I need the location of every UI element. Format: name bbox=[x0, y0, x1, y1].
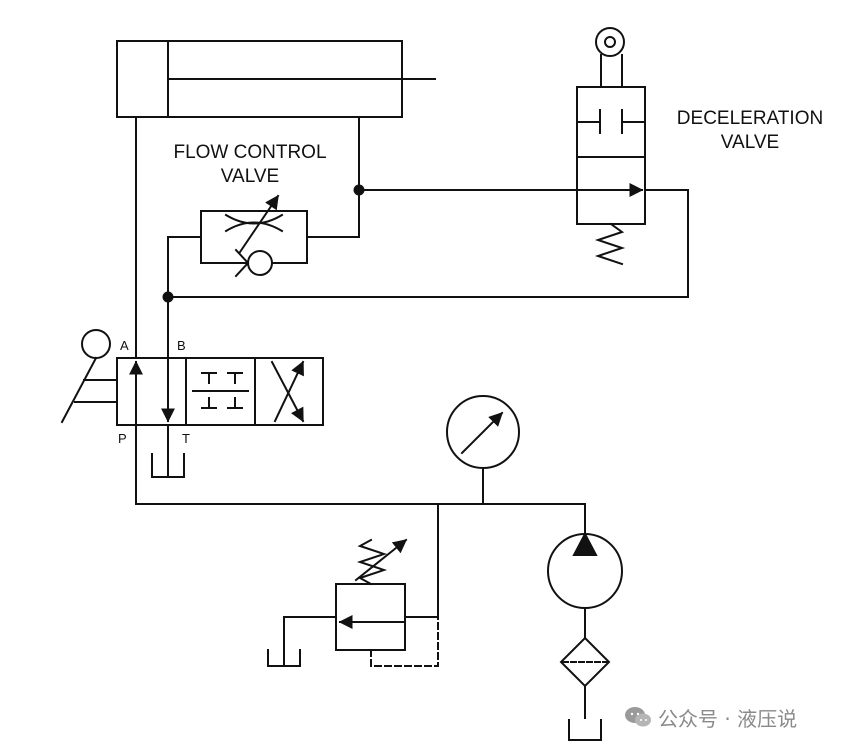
flow-control-valve-label-line2: VALVE bbox=[220, 166, 280, 187]
tank-icon bbox=[267, 649, 301, 667]
check-valve-ball bbox=[247, 250, 273, 276]
spring-icon bbox=[594, 222, 626, 266]
tank-icon bbox=[568, 719, 602, 741]
port-t-label: T bbox=[182, 431, 190, 446]
directional-control-valve bbox=[60, 329, 324, 478]
port-p-label: P bbox=[118, 431, 127, 446]
port-a-label: A bbox=[120, 338, 129, 353]
deceleration-valve bbox=[576, 27, 646, 266]
wechat-icon bbox=[625, 707, 651, 727]
pressure-gauge bbox=[446, 395, 520, 469]
pump-direction-icon bbox=[572, 531, 598, 556]
deceleration-valve-label-line2: VALVE bbox=[720, 132, 780, 153]
relief-valve bbox=[267, 538, 439, 667]
port-b-label: B bbox=[177, 338, 186, 353]
hydraulic-pump bbox=[547, 531, 623, 609]
watermark-text: 公众号 · 液压说 bbox=[658, 706, 798, 731]
restriction-arc-bottom bbox=[224, 221, 284, 233]
deceleration-valve-label: DECELERATION VALVE bbox=[660, 107, 840, 155]
flow-control-valve-label-line1: FLOW CONTROL bbox=[173, 142, 327, 163]
lever-icon bbox=[60, 356, 98, 424]
adjustable-arrow bbox=[238, 194, 280, 254]
junction-dot bbox=[162, 291, 174, 303]
pilot-line bbox=[370, 616, 439, 667]
spring-icon bbox=[356, 538, 388, 586]
deceleration-valve-label-line1: DECELERATION bbox=[676, 108, 824, 129]
lever-knob-icon bbox=[81, 329, 111, 359]
filter bbox=[559, 636, 611, 688]
pipe-lines bbox=[135, 116, 689, 719]
roller-icon bbox=[595, 27, 625, 57]
watermark: 公众号 · 液压说 bbox=[624, 704, 834, 731]
junction-dot bbox=[353, 184, 365, 196]
hydraulic-cylinder bbox=[116, 40, 436, 118]
flow-control-valve bbox=[200, 194, 308, 278]
check-valve-seat bbox=[234, 248, 250, 278]
flow-control-valve-label: FLOW CONTROL VALVE bbox=[150, 141, 350, 189]
gauge-needle-icon bbox=[460, 411, 504, 455]
